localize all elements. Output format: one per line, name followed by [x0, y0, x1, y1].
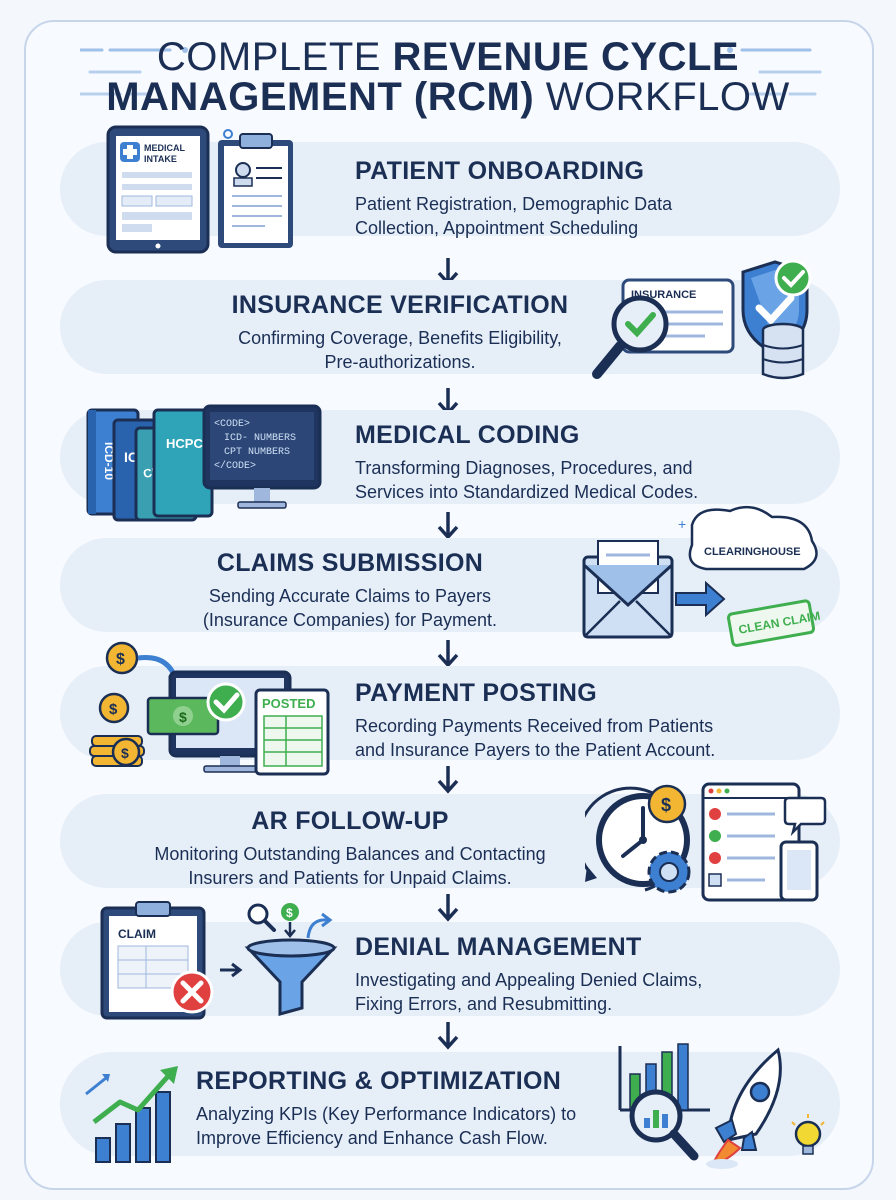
- step-title: DENIAL MANAGEMENT: [355, 933, 642, 961]
- svg-text:$: $: [116, 651, 125, 668]
- step-title: CLAIMS SUBMISSION: [216, 549, 484, 577]
- step-band-reporting-optimization: [60, 1052, 840, 1156]
- step-title: PAYMENT POSTING: [355, 679, 598, 707]
- svg-text:+: +: [678, 516, 686, 532]
- page-title-line-2: MANAGEMENT (RCM) WORKFLOW: [106, 75, 790, 119]
- svg-text:MEDICAL: MEDICAL: [144, 143, 185, 153]
- step-description: Investigating and Appealing Denied Claim…: [355, 970, 703, 1014]
- arrow-down-icon: [437, 894, 459, 922]
- step-7-text: DENIAL MANAGEMENT Investigating and Appe…: [355, 932, 795, 1016]
- svg-text:</CODE>: </CODE>: [214, 460, 256, 472]
- page-title-line-1: COMPLETE REVENUE CYCLE: [156, 35, 740, 79]
- svg-text:INTAKE: INTAKE: [144, 154, 177, 164]
- denial-management-illustration: CLAIM $: [100, 901, 338, 1020]
- svg-text:$: $: [179, 709, 187, 725]
- svg-text:$: $: [661, 795, 671, 815]
- svg-text:POSTED: POSTED: [262, 696, 315, 711]
- arrow-down-icon: [437, 512, 459, 540]
- step-title: REPORTING & OPTIMIZATION: [196, 1067, 562, 1095]
- step-description: Confirming Coverage, Benefits Eligibilit…: [238, 328, 562, 372]
- arrow-down-icon: [437, 766, 459, 794]
- reporting-optimization-illustration: [618, 1043, 825, 1169]
- step-1-text: PATIENT ONBOARDING Patient Registration,…: [355, 156, 795, 240]
- arrow-down-icon: [437, 1022, 459, 1050]
- medical-coding-illustration: ICD-10 ICD CPT HCPCS <CODE> ICD- NUMBERS…: [86, 404, 322, 522]
- step-description: Sending Accurate Claims to Payers(Insura…: [202, 586, 498, 630]
- svg-text:$: $: [286, 906, 293, 920]
- step-3-text: MEDICAL CODING Transforming Diagnoses, P…: [355, 420, 795, 504]
- step-8-text: REPORTING & OPTIMIZATION Analyzing KPIs …: [196, 1066, 616, 1150]
- step-title: INSURANCE VERIFICATION: [231, 291, 569, 319]
- step-description: Recording Payments Received from Patient…: [355, 716, 716, 760]
- step-description: Monitoring Outstanding Balances and Cont…: [154, 844, 546, 888]
- growth-chart-icon: [85, 1066, 178, 1163]
- step-2-text: INSURANCE VERIFICATION Confirming Covera…: [180, 290, 620, 374]
- step-title: AR FOLLOW-UP: [251, 807, 449, 835]
- svg-text:ICD- NUMBERS: ICD- NUMBERS: [224, 433, 296, 444]
- step-4-text: CLAIMS SUBMISSION Sending Accurate Claim…: [130, 548, 570, 632]
- ar-follow-up-illustration: $: [585, 782, 827, 902]
- title-decoration-left: [80, 47, 188, 96]
- svg-text:$: $: [109, 701, 118, 718]
- payment-posting-illustration: $ $ $ $ POSTED: [89, 641, 330, 776]
- claims-submission-illustration: CLEARINGHOUSE CLEAN CLAIM +: [582, 505, 821, 647]
- medical-intake-illustration: MEDICAL INTAKE: [106, 125, 293, 254]
- svg-text:CPT NUMBERS: CPT NUMBERS: [224, 447, 290, 458]
- insurance-verification-illustration: INSURANCE: [592, 259, 812, 380]
- svg-text:<CODE>: <CODE>: [214, 419, 250, 430]
- svg-text:HCPCS: HCPCS: [166, 436, 212, 451]
- step-title: MEDICAL CODING: [355, 421, 580, 449]
- step-6-text: AR FOLLOW-UP Monitoring Outstanding Bala…: [115, 806, 585, 890]
- svg-text:$: $: [121, 745, 129, 761]
- step-description: Analyzing KPIs (Key Performance Indicato…: [196, 1104, 577, 1148]
- step-5-text: PAYMENT POSTING Recording Payments Recei…: [355, 678, 795, 762]
- svg-text:CLAIM: CLAIM: [118, 927, 156, 941]
- arrow-down-icon: [437, 640, 459, 668]
- title-decoration-right: [727, 47, 822, 96]
- step-title: PATIENT ONBOARDING: [355, 157, 645, 185]
- svg-text:CLEARINGHOUSE: CLEARINGHOUSE: [704, 546, 801, 558]
